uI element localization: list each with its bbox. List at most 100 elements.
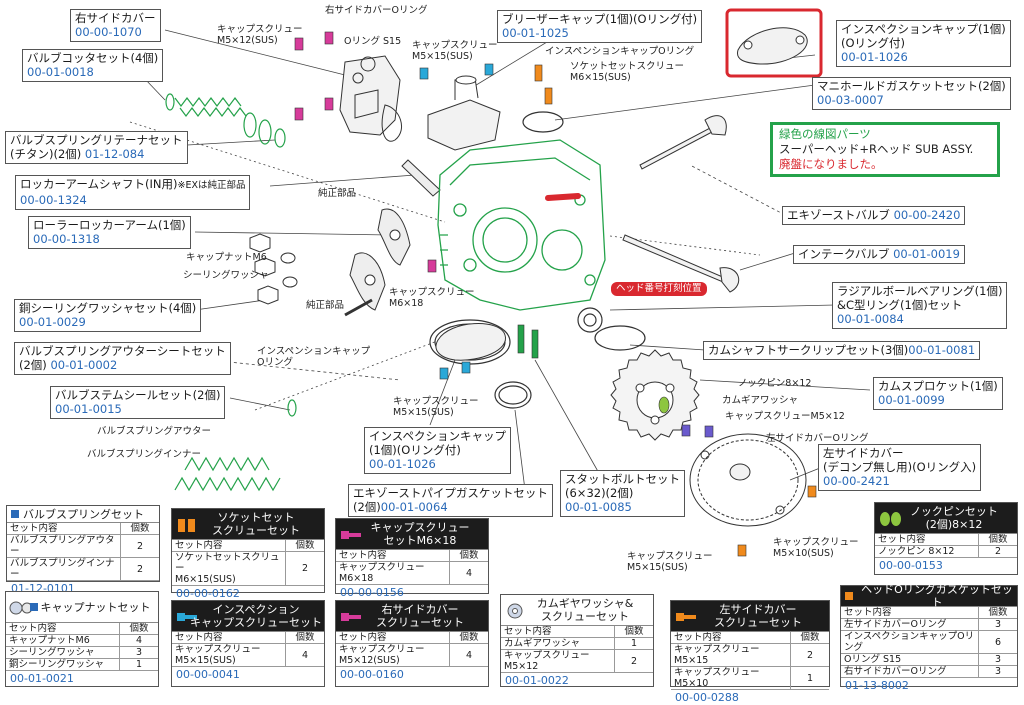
callout-breather-cap: ブリーザーキャップ(1個)(Oリング付) 00-01-1025 (497, 10, 703, 43)
callout-name: 右サイドカバー (75, 11, 156, 25)
callout-code: 00-00-1070 (75, 25, 142, 39)
set-cap-screw-m6x18: キャップスクリューセットM6×18 セット内容個数 キャップスクリューM6×18… (335, 518, 489, 599)
text-label: M6×15(SUS) (570, 72, 631, 83)
text-label: インスペンションキャップOリング (545, 46, 695, 57)
qty-cell: 2 (978, 545, 1017, 558)
qty-cell: 4 (449, 643, 488, 667)
tag-oring-s15: Oリング S15 (344, 36, 401, 47)
callout-name: ブリーザーキャップ(1個)(Oリング付) (502, 12, 698, 26)
qty-cell: 4 (285, 643, 324, 667)
text-label: スクリューセット (212, 524, 300, 537)
callout-inspection-cap-bottom: インスペクションキャップ (1個)(Oリング付) 00-01-1026 (364, 427, 511, 474)
callout-name-2: (2個) (19, 358, 47, 372)
tag-genuine-part-2: 純正部品 (306, 300, 344, 311)
qty-cell: 3 (119, 646, 158, 659)
callout-code: 00-00-1324 (20, 193, 87, 207)
text-label: キャップナットセット (40, 600, 151, 614)
breather-cap-drawing (427, 75, 501, 151)
text-label: 右サイドカバー (381, 603, 459, 616)
valves-drawing (622, 115, 740, 293)
item-cell: シーリングワッシャ (6, 646, 120, 659)
callout-code: 00-01-0085 (565, 500, 632, 514)
text-label: M6×15(SUS) (175, 574, 236, 585)
cap-nuts-drawing (249, 233, 298, 305)
qty-cell: 4 (449, 561, 488, 585)
text-label: M5×15(SUS) (393, 407, 454, 418)
callout-name: ラジアルボールベアリング(1個) (837, 284, 1003, 298)
text-label: ノックピンセット (910, 505, 998, 518)
item-cell: インスペクションキャップOリング (841, 630, 979, 654)
text-label: カムギヤワッシャ& (536, 597, 634, 610)
callout-name-2: (チタン)(2個) (10, 147, 82, 161)
text-label: バルブスプリングインナー (87, 449, 202, 460)
qty-cell: 3 (978, 618, 1017, 631)
callout-name-2: (Oリング付) (841, 36, 906, 50)
text-label: インスペンションキャップ (257, 346, 371, 357)
text-label: 左サイドカバー (719, 603, 797, 616)
callout-name: カムシャフトサークリップセット(3個) (708, 343, 909, 357)
text-label: キャップスクリュー (773, 537, 859, 548)
text-label: キャップスクリュー (175, 644, 261, 655)
screws-drawing (294, 31, 817, 557)
item-cell: セット内容 (841, 607, 979, 619)
tag-valve-spring-outer: バルブスプリングアウター (97, 426, 211, 437)
qty-cell: 個数 (285, 632, 324, 644)
cylinder-head-drawing (437, 139, 606, 311)
set-code: 01-13-8002 (845, 679, 909, 692)
qty-cell: 個数 (978, 607, 1017, 619)
text-label: キャップスクリュー (217, 24, 303, 35)
socket-screw-icon (174, 515, 200, 535)
item-cell: バルブスプリングアウター (7, 534, 121, 558)
cap-screw-icon (673, 607, 699, 627)
text-label: バルブスプリングアウター (97, 426, 212, 437)
knock-pin-icon (877, 509, 903, 529)
callout-copper-sealing-washer-set: 銅シーリングワッシャセット(4個) 00-01-0029 (14, 299, 202, 332)
note-title: 緑色の線図パーツ (779, 127, 871, 141)
callout-code: 00-01-1026 (369, 457, 436, 471)
callout-code: 00-01-0018 (27, 65, 94, 79)
item-cell: セット内容 (875, 534, 979, 546)
qty-cell: 1 (790, 666, 829, 690)
callout-right-side-cover: 右サイドカバー 00-00-1070 (70, 9, 161, 42)
text-label: ソケットセット (217, 511, 295, 524)
item-cell: セット内容 (172, 540, 286, 552)
callout-code: 01-12-084 (84, 147, 145, 161)
set-code: 00-00-0156 (340, 586, 404, 599)
discontinued-note: 緑色の線図パーツ スーパーヘッド+Rヘッド SUB ASSY. 廃盤になりました… (770, 122, 1000, 177)
callout-name: エキゾーストパイプガスケットセット (353, 486, 548, 500)
set-code: 00-01-0022 (505, 674, 569, 687)
callout-valve-spring-retainer-set: バルブスプリングリテーナセット (チタン)(2個) 01-12-084 (5, 131, 188, 164)
qty-cell: 2 (285, 551, 324, 586)
callout-name-2: &C型リング(1個)セット (837, 298, 963, 312)
callout-code: 00-01-0019 (893, 247, 960, 261)
callout-name-2: (2個) (353, 500, 381, 514)
callout-code: 00-01-0064 (380, 500, 448, 514)
callout-radial-ball-bearing: ラジアルボールベアリング(1個) &C型リング(1個)セット 00-01-008… (832, 282, 1008, 329)
cap-screw-icon (338, 525, 364, 545)
text-label: シーリングワッシャ (183, 270, 269, 281)
tag-cam-gear-washer: カムギアワッシャ (722, 395, 798, 406)
callout-inspection-cap-top: インスペクションキャップ(1個) (Oリング付) 00-01-1026 (836, 20, 1011, 67)
qty-cell: 2 (790, 643, 829, 667)
callout-code: 00-01-0099 (878, 393, 945, 407)
item-cell: 左サイドカバーOリング (841, 618, 979, 631)
text-label: キャップスクリュー (393, 396, 479, 407)
tag-cap-screw-m5x12-cam: キャップスクリューM5×12 (725, 411, 845, 422)
text-label: スクリューセット (540, 610, 629, 623)
callout-note: ※EXは純正部品 (177, 180, 246, 191)
text-label: Oリング S15 (344, 36, 402, 47)
qty-cell: 個数 (978, 534, 1017, 546)
qty-cell: 2 (614, 649, 653, 673)
text-label: 純正部品 (306, 300, 345, 311)
item-cell: キャップスクリューM5×12 (501, 649, 615, 673)
